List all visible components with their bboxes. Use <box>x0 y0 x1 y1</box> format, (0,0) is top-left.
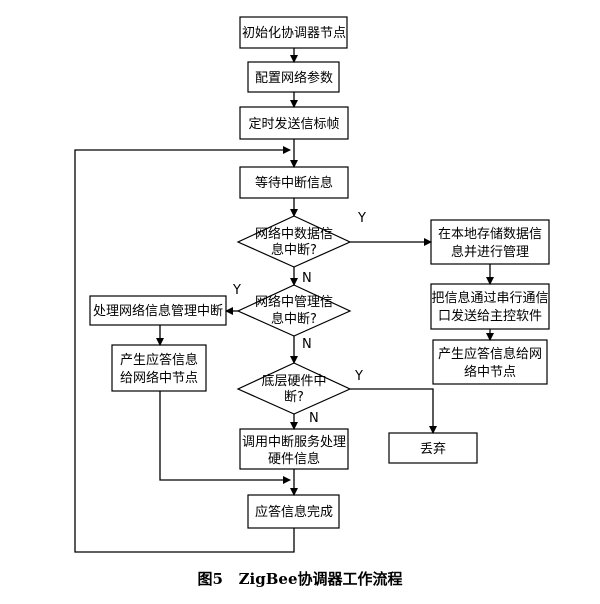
svg-text:初始化协调器节点: 初始化协调器节点 <box>242 26 346 41</box>
node-init: 初始化协调器节点 <box>239 16 348 49</box>
node-config: 配置网络参数 <box>247 61 340 93</box>
svg-text:网络中管理信: 网络中管理信 <box>255 294 333 310</box>
svg-text:给网络中节点: 给网络中节点 <box>120 370 198 386</box>
svg-text:把信息通过串行通信: 把信息通过串行通信 <box>431 290 548 306</box>
node-done: 应答信息完成 <box>247 494 340 529</box>
figure-number: 图5 <box>197 570 223 588</box>
svg-text:网络中数据信: 网络中数据信 <box>255 226 333 242</box>
svg-text:硬件信息: 硬件信息 <box>268 451 320 467</box>
svg-text:配置网络参数: 配置网络参数 <box>255 70 333 86</box>
svg-text:断?: 断? <box>284 390 304 405</box>
edge-replyleft-merge <box>159 391 291 484</box>
svg-text:定时发送信标帧: 定时发送信标帧 <box>248 116 339 132</box>
svg-text:调用中断服务处理: 调用中断服务处理 <box>242 434 346 450</box>
node-beacon: 定时发送信标帧 <box>239 106 349 140</box>
svg-text:络中节点: 络中节点 <box>464 364 516 380</box>
svg-text:息中断?: 息中断? <box>271 311 317 327</box>
node-wait: 等待中断信息 <box>239 166 349 199</box>
node-reply-right: 产生应答信息给网 络中节点 <box>432 339 548 385</box>
label-d2-yes: Y <box>232 283 241 298</box>
svg-text:口发送给主控软件: 口发送给主控软件 <box>438 308 542 324</box>
node-store: 在本地存储数据信 息并进行管理 <box>430 219 550 265</box>
edge-d3-discard <box>350 388 437 434</box>
svg-text:丢弃: 丢弃 <box>420 442 446 457</box>
svg-text:等待中断信息: 等待中断信息 <box>255 175 333 191</box>
node-reply-left: 产生应答信息 给网络中节点 <box>111 344 207 392</box>
label-d2-no: N <box>302 337 312 352</box>
figure-caption: 图5 ZigBee协调器工作流程 <box>0 568 600 589</box>
node-discard: 丢弃 <box>388 432 478 464</box>
decision-mgmt-interrupt: 网络中管理信 息中断? <box>236 284 352 337</box>
connectors <box>74 48 494 553</box>
node-forward: 把信息通过串行通信 口发送给主控软件 <box>430 283 550 330</box>
svg-text:息中断?: 息中断? <box>271 242 317 258</box>
label-d1-yes: Y <box>357 211 366 226</box>
edge-done-loop <box>74 146 295 553</box>
decision-hw-interrupt: 底层硬件中 断? <box>236 362 352 415</box>
svg-text:息并进行管理: 息并进行管理 <box>451 244 529 260</box>
svg-text:在本地存储数据信: 在本地存储数据信 <box>438 227 542 242</box>
svg-text:产生应答信息给网: 产生应答信息给网 <box>438 346 542 362</box>
node-process-mgmt: 处理网络信息管理中断 <box>89 295 227 326</box>
decision-data-interrupt: 网络中数据信 息中断? <box>236 215 352 268</box>
svg-text:应答信息完成: 应答信息完成 <box>255 504 333 520</box>
branch-labels: Y N Y N Y N <box>232 211 366 426</box>
svg-text:产生应答信息: 产生应答信息 <box>120 352 198 368</box>
svg-text:底层硬件中: 底层硬件中 <box>261 373 326 389</box>
figure-title: ZigBee协调器工作流程 <box>238 570 403 588</box>
label-d3-no: N <box>309 411 319 426</box>
svg-text:处理网络信息管理中断: 处理网络信息管理中断 <box>93 303 223 319</box>
node-call-isr: 调用中断服务处理 硬件信息 <box>239 428 349 470</box>
label-d1-no: N <box>302 271 312 286</box>
label-d3-yes: Y <box>354 369 363 384</box>
